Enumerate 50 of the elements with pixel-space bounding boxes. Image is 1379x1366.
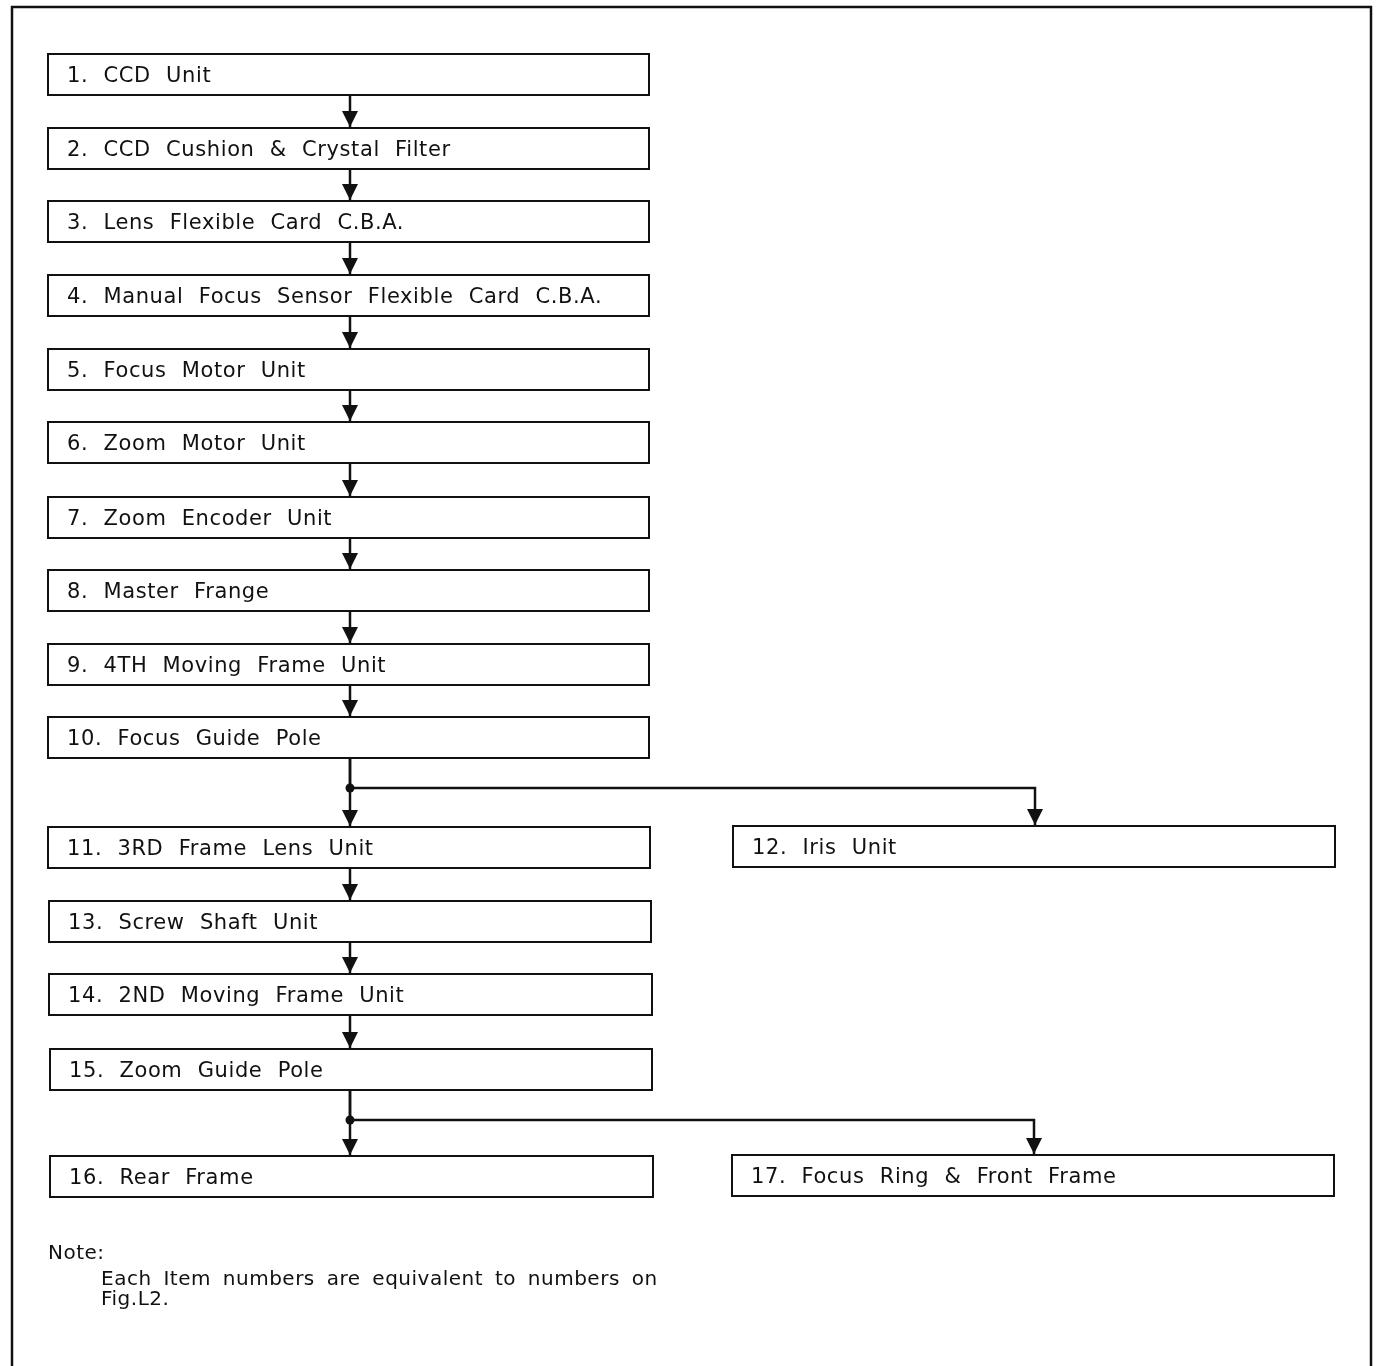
arrow — [342, 869, 358, 900]
process-box — [47, 716, 650, 759]
step-label: 7. Zoom Encoder Unit — [67, 505, 333, 530]
arrow — [348, 1091, 1042, 1154]
arrow — [342, 539, 358, 569]
arrow — [342, 612, 358, 643]
process-box — [47, 569, 650, 612]
process-box — [47, 127, 650, 170]
process-box — [47, 421, 650, 464]
step-label: 8. Master Frange — [67, 578, 270, 603]
arrow — [342, 391, 358, 421]
process-box — [47, 274, 650, 317]
step-label: 13. Screw Shaft Unit — [68, 909, 319, 934]
process-box — [47, 496, 650, 539]
step-label: 3. Lens Flexible Card C.B.A. — [67, 209, 405, 234]
process-box — [49, 1048, 653, 1091]
note-text: Note: — [48, 1242, 106, 1262]
process-box — [731, 1154, 1335, 1197]
arrow — [342, 96, 358, 127]
process-box — [732, 825, 1336, 868]
step-label: 4. Manual Focus Sensor Flexible Card C.B.A. — [67, 283, 603, 308]
arrow — [342, 943, 358, 973]
step-label: 5. Focus Motor Unit — [67, 357, 306, 382]
process-box — [48, 973, 653, 1016]
process-box — [49, 1155, 654, 1198]
step-label: 10. Focus Guide Pole — [67, 725, 322, 750]
step-label: 6. Zoom Motor Unit — [67, 430, 306, 455]
process-box — [47, 348, 650, 391]
process-box — [48, 900, 652, 943]
arrow — [342, 464, 358, 496]
step-label: 1. CCD Unit — [67, 62, 212, 87]
step-label: 2. CCD Cushion & Crystal Filter — [67, 136, 451, 161]
process-box — [47, 200, 650, 243]
step-label: 9. 4TH Moving Frame Unit — [67, 652, 387, 677]
arrow — [342, 686, 358, 716]
note-text: Each Item numbers are equivalent to numbers on Fig.L2. — [101, 1268, 659, 1308]
process-box — [47, 826, 651, 869]
arrow — [342, 317, 358, 348]
step-label: 16. Rear Frame — [69, 1164, 254, 1189]
step-label: 11. 3RD Frame Lens Unit — [67, 835, 374, 860]
arrow — [342, 1016, 358, 1048]
arrow — [342, 170, 358, 200]
step-label: 17. Focus Ring & Front Frame — [751, 1163, 1117, 1188]
arrow — [348, 759, 1043, 825]
arrow — [342, 243, 358, 274]
step-label: 12. Iris Unit — [752, 834, 897, 859]
step-label: 15. Zoom Guide Pole — [69, 1057, 324, 1082]
process-box — [47, 643, 650, 686]
process-box — [47, 53, 650, 96]
step-label: 14. 2ND Moving Frame Unit — [68, 982, 405, 1007]
